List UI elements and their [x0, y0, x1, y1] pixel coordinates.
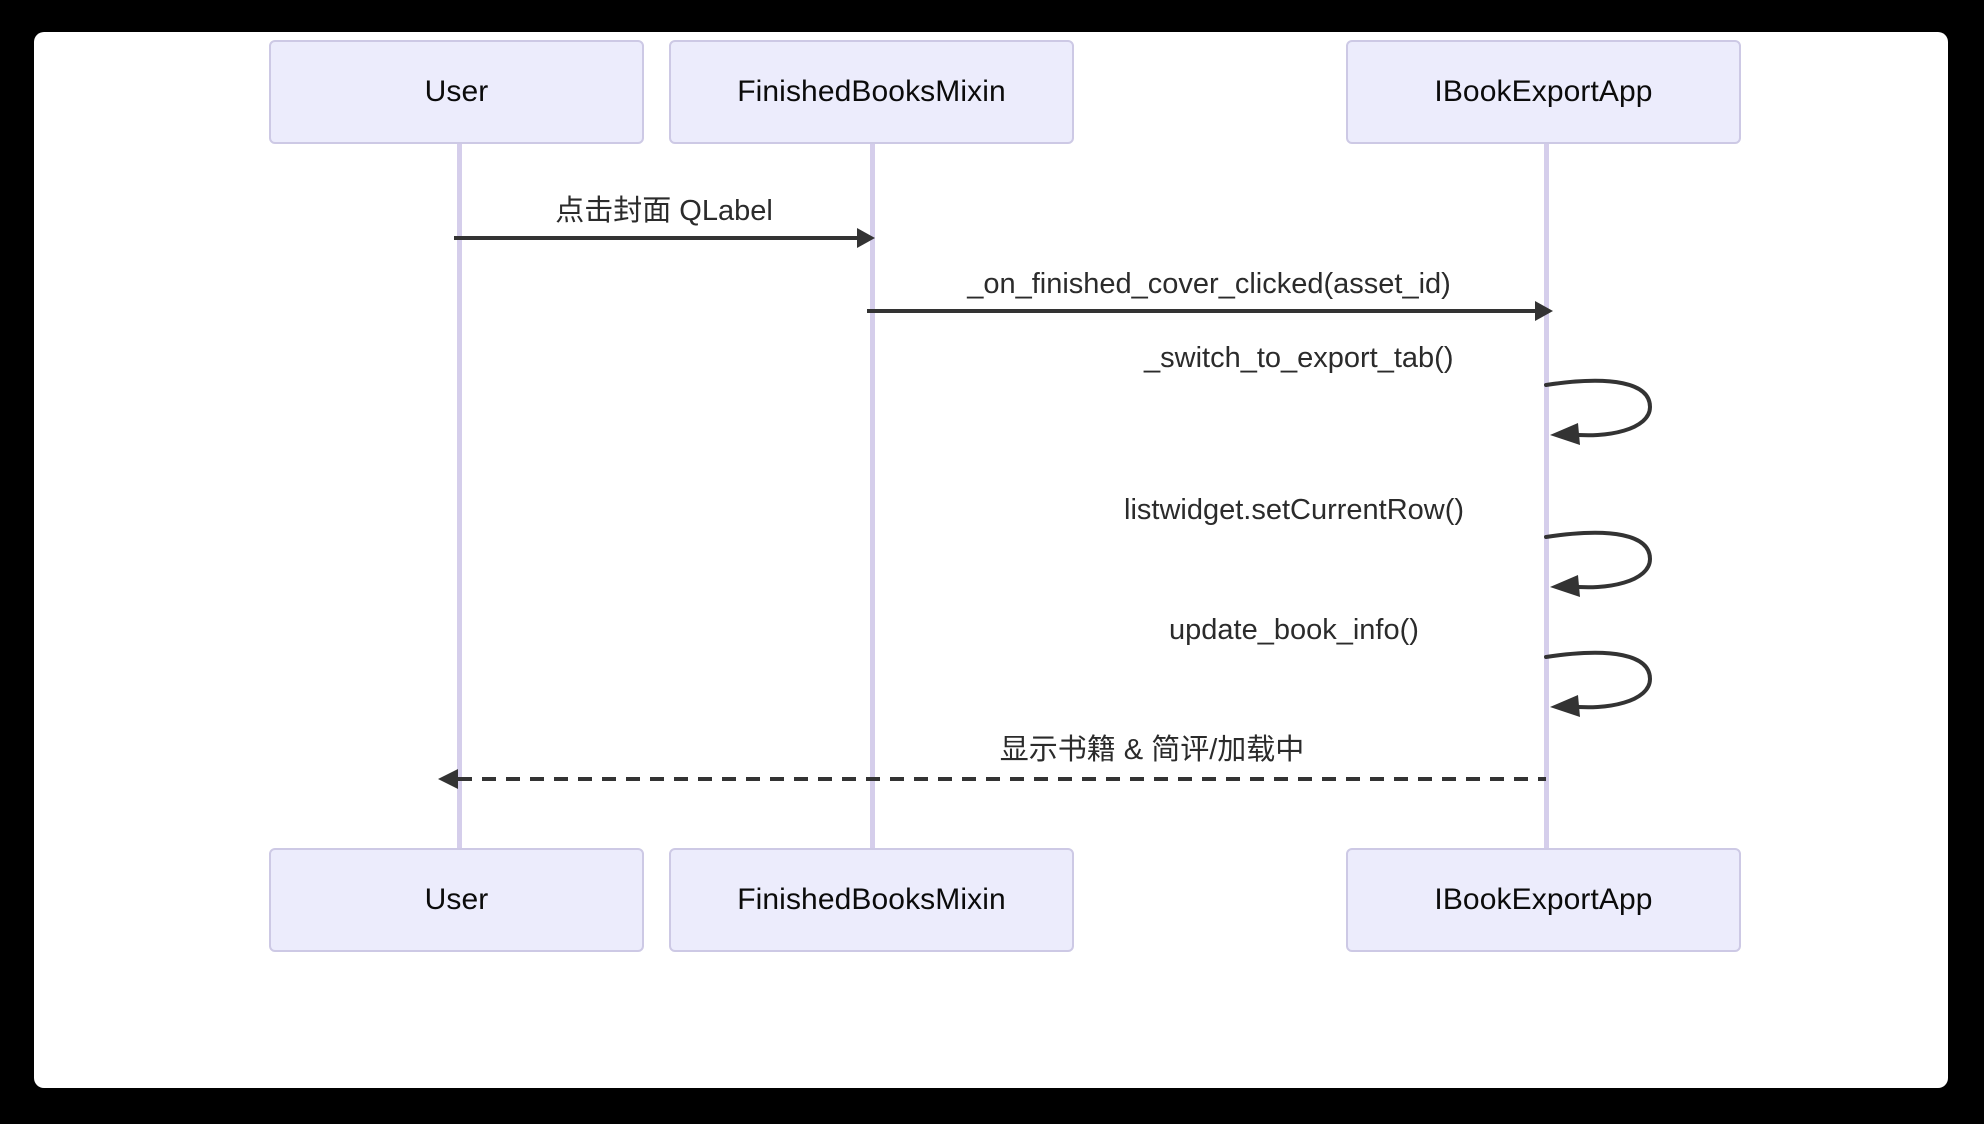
- message-selfloop-listwidget-set-current-row: [1544, 530, 1653, 597]
- message-label-on-finished-cover-clicked: _on_finished_cover_clicked(asset_id): [967, 268, 1451, 300]
- message-label-listwidget-set-current-row: listwidget.setCurrentRow(): [1124, 494, 1465, 526]
- lifeline-ibook-export-app: [1544, 140, 1549, 850]
- participant-box-bottom-finished-books-mixin[interactable]: FinishedBooksMixin: [669, 848, 1074, 952]
- lifeline-user: [457, 140, 462, 850]
- message-arrow-on-finished-cover-clicked: [867, 301, 1553, 321]
- message-label-click-cover: 点击封面 QLabel: [555, 195, 773, 227]
- participant-box-top-ibook-export-app[interactable]: IBookExportApp: [1346, 40, 1741, 144]
- participant-label-finished-books-mixin-bottom: FinishedBooksMixin: [737, 883, 1006, 916]
- participant-box-top-finished-books-mixin[interactable]: FinishedBooksMixin: [669, 40, 1074, 144]
- diagram-canvas: User FinishedBooksMixin IBookExportApp U…: [34, 32, 1948, 1088]
- lifeline-finished-books-mixin: [870, 140, 875, 850]
- participant-box-top-user[interactable]: User: [269, 40, 644, 144]
- participant-label-user-top: User: [424, 75, 489, 108]
- participant-label-finished-books-mixin-top: FinishedBooksMixin: [737, 75, 1006, 108]
- message-label-show-book-review: 显示书籍 & 简评/加载中: [999, 734, 1305, 766]
- message-arrow-click-cover: [454, 228, 875, 248]
- message-arrow-show-book-review: [438, 769, 1546, 789]
- participant-box-bottom-ibook-export-app[interactable]: IBookExportApp: [1346, 848, 1741, 952]
- message-label-update-book-info: update_book_info(): [1169, 614, 1419, 646]
- participant-label-ibook-export-app-top: IBookExportApp: [1434, 75, 1653, 108]
- message-selfloop-update-book-info: [1544, 650, 1653, 717]
- message-label-switch-to-export-tab: _switch_to_export_tab(): [1144, 342, 1454, 374]
- participant-label-ibook-export-app-bottom: IBookExportApp: [1434, 883, 1653, 916]
- message-selfloop-switch-to-export-tab: [1544, 378, 1653, 445]
- sequence-diagram: User FinishedBooksMixin IBookExportApp U…: [34, 32, 1948, 1088]
- participant-label-user-bottom: User: [424, 883, 489, 916]
- participant-box-bottom-user[interactable]: User: [269, 848, 644, 952]
